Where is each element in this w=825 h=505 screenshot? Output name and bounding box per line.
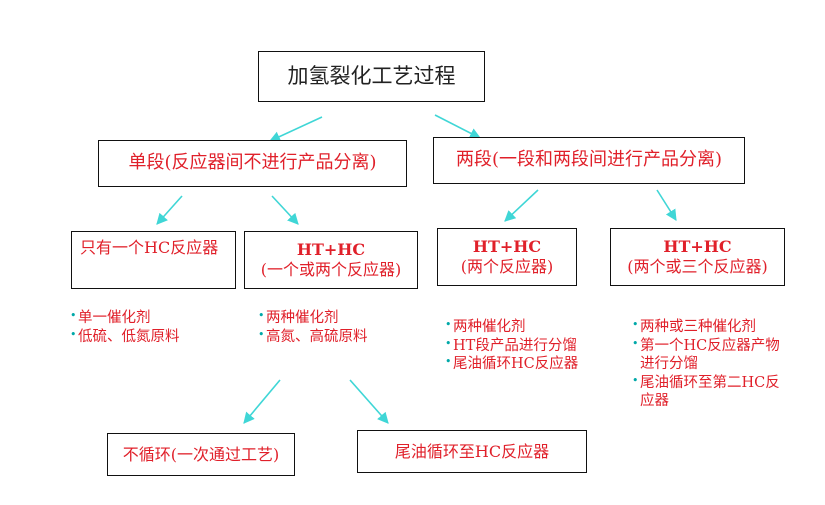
single-hthc-sub: (一个或两个反应器) [260,260,402,279]
single-stage-box: 单段(反应器间不进行产品分离) [98,140,407,187]
two-b-title: HT+HC [663,237,732,256]
list-item: •单一催化剂 [70,309,151,326]
once-through-box: 不循环(一次通过工艺) [107,433,295,476]
arrow-hthc-to-oncethrough [243,379,281,424]
arrow-title-to-two [434,114,481,139]
bullet-icon: • [70,327,77,341]
title-text: 加氢裂化工艺过程 [287,64,456,89]
two-a-title: HT+HC [472,237,542,256]
bullet-icon: • [445,318,452,331]
list-item: •HT段产品进行分馏 [445,336,577,354]
title-box: 加氢裂化工艺过程 [258,51,485,102]
list-item: •两种催化剂 [445,318,526,335]
list-item: •两种催化剂 [258,309,339,326]
two-a-sub: (两个反应器) [460,257,554,276]
list-item: •高氮、高硫原料 [258,327,368,345]
notes-two-b: •两种或三种催化剂 •第一个HC反应器产物进行分馏 •尾油循环至第二HC反应器 [632,318,792,411]
list-item: •第一个HC反应器产物进行分馏 [632,336,780,373]
arrow-single-to-hc [156,195,183,225]
single-hthc-title: HT+HC [296,240,366,259]
once-through-text: 不循环(一次通过工艺) [122,444,280,464]
two-stage-box: 两段(一段和两段间进行产品分离) [433,137,745,184]
bullet-icon: • [258,309,265,322]
two-a-box: HT+HC (两个反应器) [437,228,577,286]
notes-single-hc: •单一催化剂 •低硫、低氮原料 [70,309,180,346]
list-item: •低硫、低氮原料 [70,327,180,345]
single-stage-text: 单段(反应器间不进行产品分离) [128,152,377,174]
recycle-box: 尾油循环至HC反应器 [357,430,587,473]
notes-single-hthc: •两种催化剂 •高氮、高硫原料 [258,309,368,346]
single-hc-box: 只有一个HC反应器 [71,231,236,289]
two-stage-text: 两段(一段和两段间进行产品分离) [455,149,723,171]
two-b-sub: (两个或三个反应器) [627,257,768,276]
arrow-single-to-hthc [271,195,299,225]
list-item: •尾油循环HC反应器 [445,355,579,373]
recycle-text: 尾油循环至HC反应器 [394,441,550,461]
bullet-icon: • [632,373,639,387]
bullet-icon: • [632,318,639,331]
arrow-two-to-b [656,189,677,221]
arrow-hthc-to-recycle [349,379,389,424]
arrow-title-to-single [268,116,323,142]
bullet-icon: • [258,327,265,341]
bullet-icon: • [445,336,452,350]
list-item: •两种或三种催化剂 [632,318,756,335]
notes-two-a: •两种催化剂 •HT段产品进行分馏 •尾油循环HC反应器 [445,318,578,374]
bullet-icon: • [445,355,452,369]
single-hthc-box: HT+HC (一个或两个反应器) [244,231,418,289]
two-b-box: HT+HC (两个或三个反应器) [610,228,785,286]
list-item: •尾油循环至第二HC反应器 [632,373,780,410]
arrow-two-to-a [504,189,539,222]
bullet-icon: • [632,336,639,350]
bullet-icon: • [70,309,77,322]
single-hc-text: 只有一个HC反应器 [80,238,219,257]
